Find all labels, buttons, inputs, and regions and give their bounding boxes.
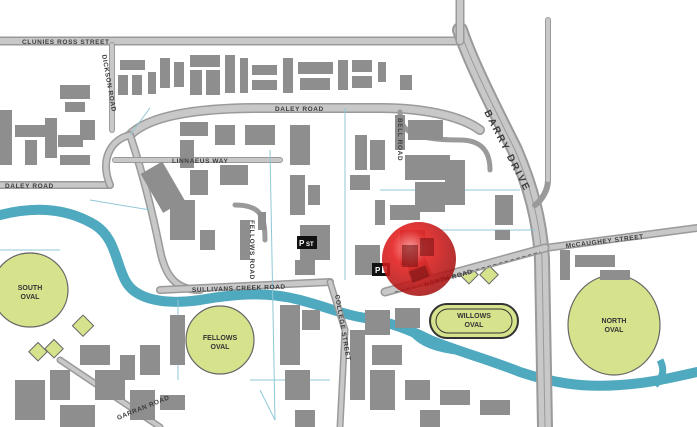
parking-sign-2-label: P: [375, 266, 381, 275]
north-oval[interactable]: [567, 274, 661, 376]
fellows-oval[interactable]: [185, 305, 255, 375]
willows-oval-label-2: OVAL: [465, 322, 485, 329]
street-label-sullivans: SULLIVANS CREEK ROAD: [192, 284, 286, 294]
street-label-daley-left: DALEY ROAD: [5, 183, 54, 190]
street-label-daley-top: DALEY ROAD: [275, 106, 324, 113]
south-oval-label-1: SOUTH: [18, 285, 43, 292]
street-label-fellows-road: FELLOWS ROAD: [248, 220, 255, 280]
buildings: [0, 55, 630, 427]
south-oval-label-2: OVAL: [21, 294, 41, 301]
north-oval-label-1: NORTH: [602, 318, 627, 325]
marker-buildings: [402, 238, 434, 283]
street-label-linnaeus: LINNAEUS WAY: [172, 158, 229, 165]
willows-oval-label-1: WILLOWS: [457, 313, 491, 320]
fellows-oval-label-2: OVAL: [211, 344, 231, 351]
location-marker[interactable]: [382, 222, 456, 296]
fellows-oval-label-1: FELLOWS: [203, 335, 238, 342]
south-oval[interactable]: [0, 252, 69, 328]
parking-sign-1-label: P: [299, 239, 305, 248]
sullivans-creek: [0, 204, 697, 391]
north-oval-label-2: OVAL: [605, 327, 625, 334]
street-label-mccaughey: McCAUGHEY STREET: [565, 233, 644, 250]
street-label-bell-road: BELL ROAD: [396, 118, 403, 161]
ovals: [0, 252, 661, 376]
parking-sign-1[interactable]: P ST: [297, 236, 317, 249]
street-label-clunies-ross: CLUNIES ROSS STREET: [22, 39, 110, 46]
parking-sign-1-suffix: ST: [306, 242, 314, 248]
oval-labels: SOUTH OVAL NORTH OVAL FELLOWS OVAL WILLO…: [18, 285, 627, 351]
willows-oval[interactable]: [429, 303, 519, 339]
